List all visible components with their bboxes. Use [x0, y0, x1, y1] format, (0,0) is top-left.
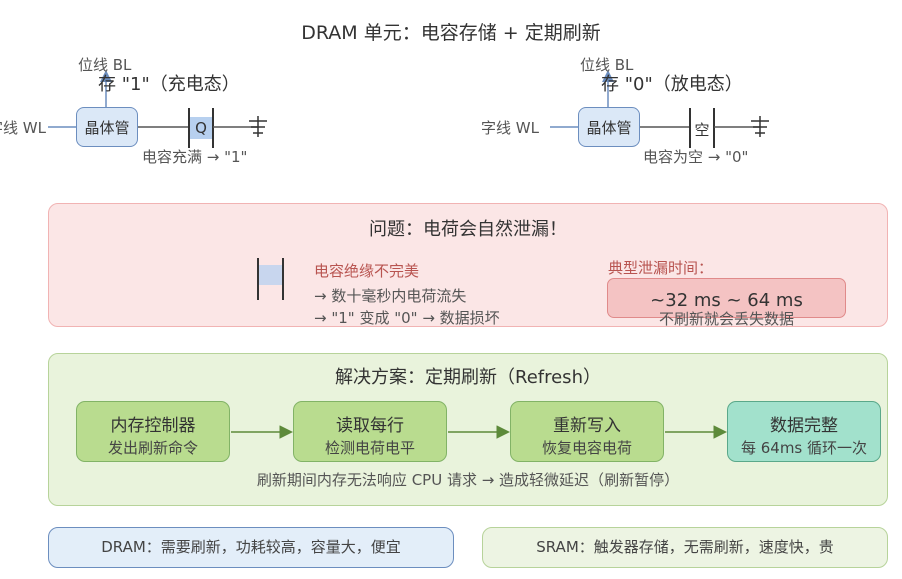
step-rewrite: 重新写入 恢复电容电荷: [510, 401, 664, 462]
cell0-bitline-label: 位线 BL: [580, 56, 634, 74]
step-title: 数据完整: [770, 416, 838, 436]
cell0-capacitor-label: 空: [694, 121, 710, 139]
step-subtitle: 每 64ms 循环一次: [740, 439, 868, 457]
cell0-transistor: 晶体管: [578, 107, 640, 147]
solution-title: 解决方案：定期刷新（Refresh）: [335, 367, 601, 388]
step-data-intact: 数据完整 每 64ms 循环一次: [727, 401, 881, 462]
step-subtitle: 检测电荷电平: [324, 439, 415, 457]
cell0-state-label: 存 "0"（放电态）: [601, 74, 743, 95]
cell1-state-label: 存 "1"（充电态）: [98, 74, 240, 95]
cell0-caption: 电容为空 → "0": [643, 148, 749, 166]
cell1-transistor: 晶体管: [76, 107, 138, 147]
sram-summary: SRAM：触发器存储，无需刷新，速度快，贵: [482, 527, 888, 568]
solution-note: 刷新期间内存无法响应 CPU 请求 → 造成轻微延迟（刷新暂停）: [256, 471, 680, 489]
step-subtitle: 发出刷新命令: [107, 439, 198, 457]
step-title: 内存控制器: [110, 416, 196, 436]
problem-heading: 电容绝缘不完美: [314, 262, 420, 280]
leaky-capacitor-icon: [257, 258, 284, 300]
step-memory-controller: 内存控制器 发出刷新命令: [76, 401, 230, 462]
leak-time-value: ~32 ms ~ 64 ms: [650, 290, 803, 311]
leak-time-title: 典型泄漏时间：: [608, 259, 714, 277]
problem-line2: → "1" 变成 "0" → 数据损坏: [314, 309, 500, 327]
dram-summary: DRAM：需要刷新，功耗较高，容量大，便宜: [48, 527, 454, 568]
leak-time-box: [607, 278, 846, 318]
cell1-capacitor-label: Q: [195, 119, 207, 137]
leak-time-note: 不刷新就会丢失数据: [658, 310, 794, 328]
cell1-bitline-label: 位线 BL: [78, 56, 132, 74]
problem-line1: → 数十毫秒内电荷流失: [314, 287, 467, 305]
step-read-row: 读取每行 检测电荷电平: [293, 401, 447, 462]
cell1-wordline-label: 字线 WL: [0, 119, 46, 137]
diagram-title: DRAM 单元：电容存储 + 定期刷新: [301, 22, 601, 44]
problem-title: 问题：电荷会自然泄漏！: [369, 219, 567, 240]
cell1-caption: 电容充满 → "1": [142, 148, 248, 166]
cell0-wires: [550, 70, 769, 148]
cell1-wires: [48, 70, 267, 148]
step-title: 重新写入: [553, 416, 621, 436]
step-subtitle: 恢复电容电荷: [541, 439, 632, 457]
cell1-capacitor-charge: [189, 117, 213, 139]
cell0-wordline-label: 字线 WL: [481, 119, 539, 137]
step-title: 读取每行: [336, 416, 404, 436]
